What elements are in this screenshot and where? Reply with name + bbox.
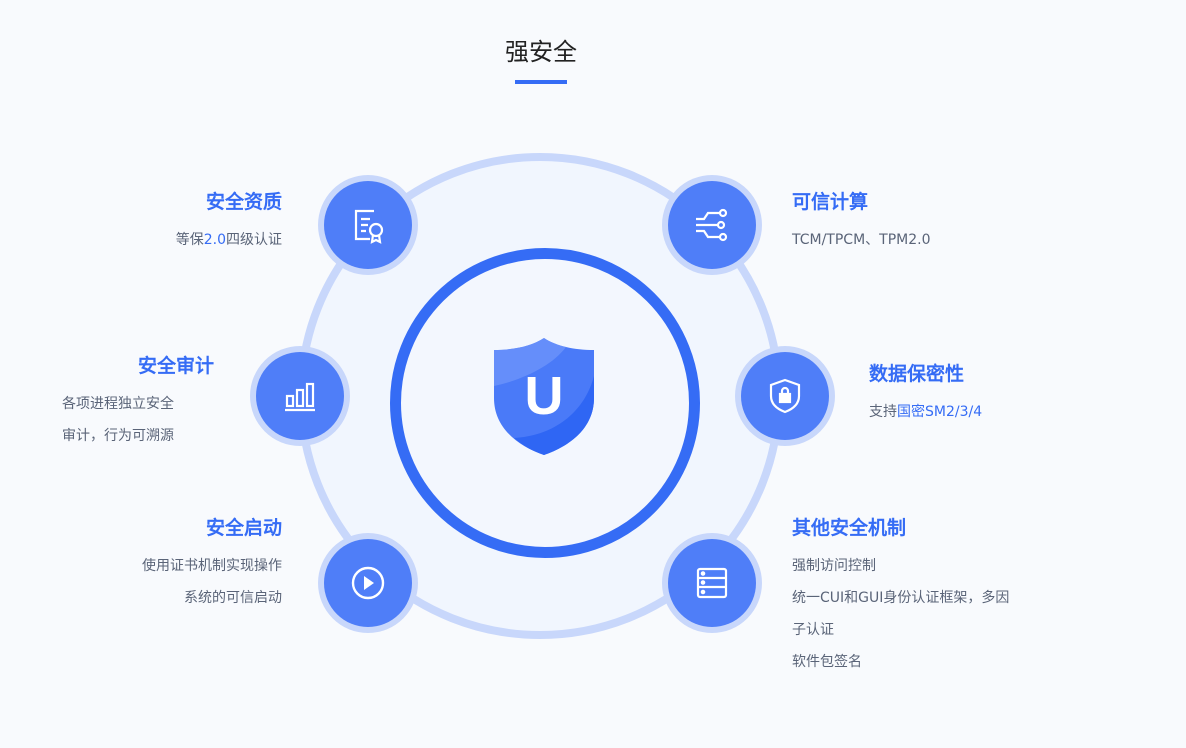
item-title: 安全资质: [205, 191, 282, 213]
circuit-icon: [696, 208, 728, 242]
node-security-audit: [250, 346, 350, 446]
label-security-qualification: 安全资质 等保2.0四级认证: [176, 186, 282, 256]
shield-u-icon: U: [494, 338, 594, 455]
node-security-qualification: [318, 175, 418, 275]
item-desc: 等保2.0四级认证: [175, 232, 282, 248]
item-desc: 子认证: [792, 622, 834, 638]
server-icon: [696, 567, 728, 599]
item-title: 可信计算: [792, 191, 869, 213]
item-title: 数据保密性: [869, 363, 965, 385]
item-desc: 统一CUI和GUI身份认证框架，多因: [792, 590, 1010, 606]
node-other-mechanisms: [662, 533, 762, 633]
item-desc: 系统的可信启动: [184, 590, 282, 606]
shield-letter: U: [525, 366, 564, 426]
shield-lock-icon: [769, 378, 801, 414]
label-data-confidentiality: 数据保密性 支持国密SM2/3/4: [869, 358, 982, 428]
item-desc: 支持国密SM2/3/4: [869, 404, 983, 420]
item-desc: 使用证书机制实现操作: [142, 558, 282, 574]
node-data-confidentiality: [735, 346, 835, 446]
label-security-audit: 安全审计 各项进程独立安全审计，行为可溯源: [62, 350, 214, 452]
item-desc: 软件包签名: [792, 654, 862, 670]
item-title: 安全启动: [205, 517, 282, 539]
item-title: 其他安全机制: [792, 517, 907, 539]
label-secure-boot: 安全启动 使用证书机制实现操作系统的可信启动: [142, 512, 282, 614]
item-desc: 强制访问控制: [792, 558, 876, 574]
node-secure-boot: [318, 533, 418, 633]
title-underline: [515, 80, 567, 84]
item-desc: 审计，行为可溯源: [62, 428, 174, 444]
play-icon: [351, 566, 385, 600]
certificate-icon: [354, 209, 384, 244]
section-title: 强安全: [505, 38, 577, 66]
bar-chart-icon: [285, 382, 315, 412]
item-title: 安全审计: [137, 355, 214, 377]
item-desc: 各项进程独立安全: [62, 396, 174, 412]
node-trusted-computing: [662, 175, 762, 275]
label-trusted-computing: 可信计算 TCM/TPCM、TPM2.0: [792, 186, 931, 256]
item-desc: TCM/TPCM、TPM2.0: [792, 232, 931, 248]
label-other-mechanisms: 其他安全机制 强制访问控制统一CUI和GUI身份认证框架，多因子认证软件包签名: [792, 512, 1009, 678]
